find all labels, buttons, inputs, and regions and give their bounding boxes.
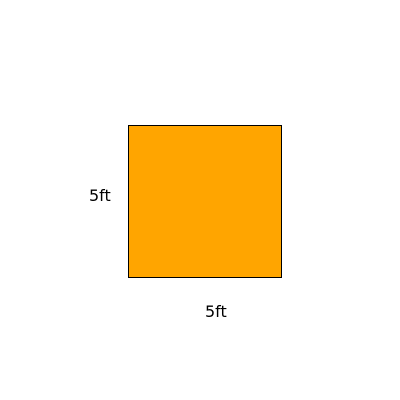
bottom-length-label: 5ft: [205, 302, 227, 321]
side-length-label: 5ft: [89, 186, 111, 205]
square-shape: [128, 125, 282, 278]
